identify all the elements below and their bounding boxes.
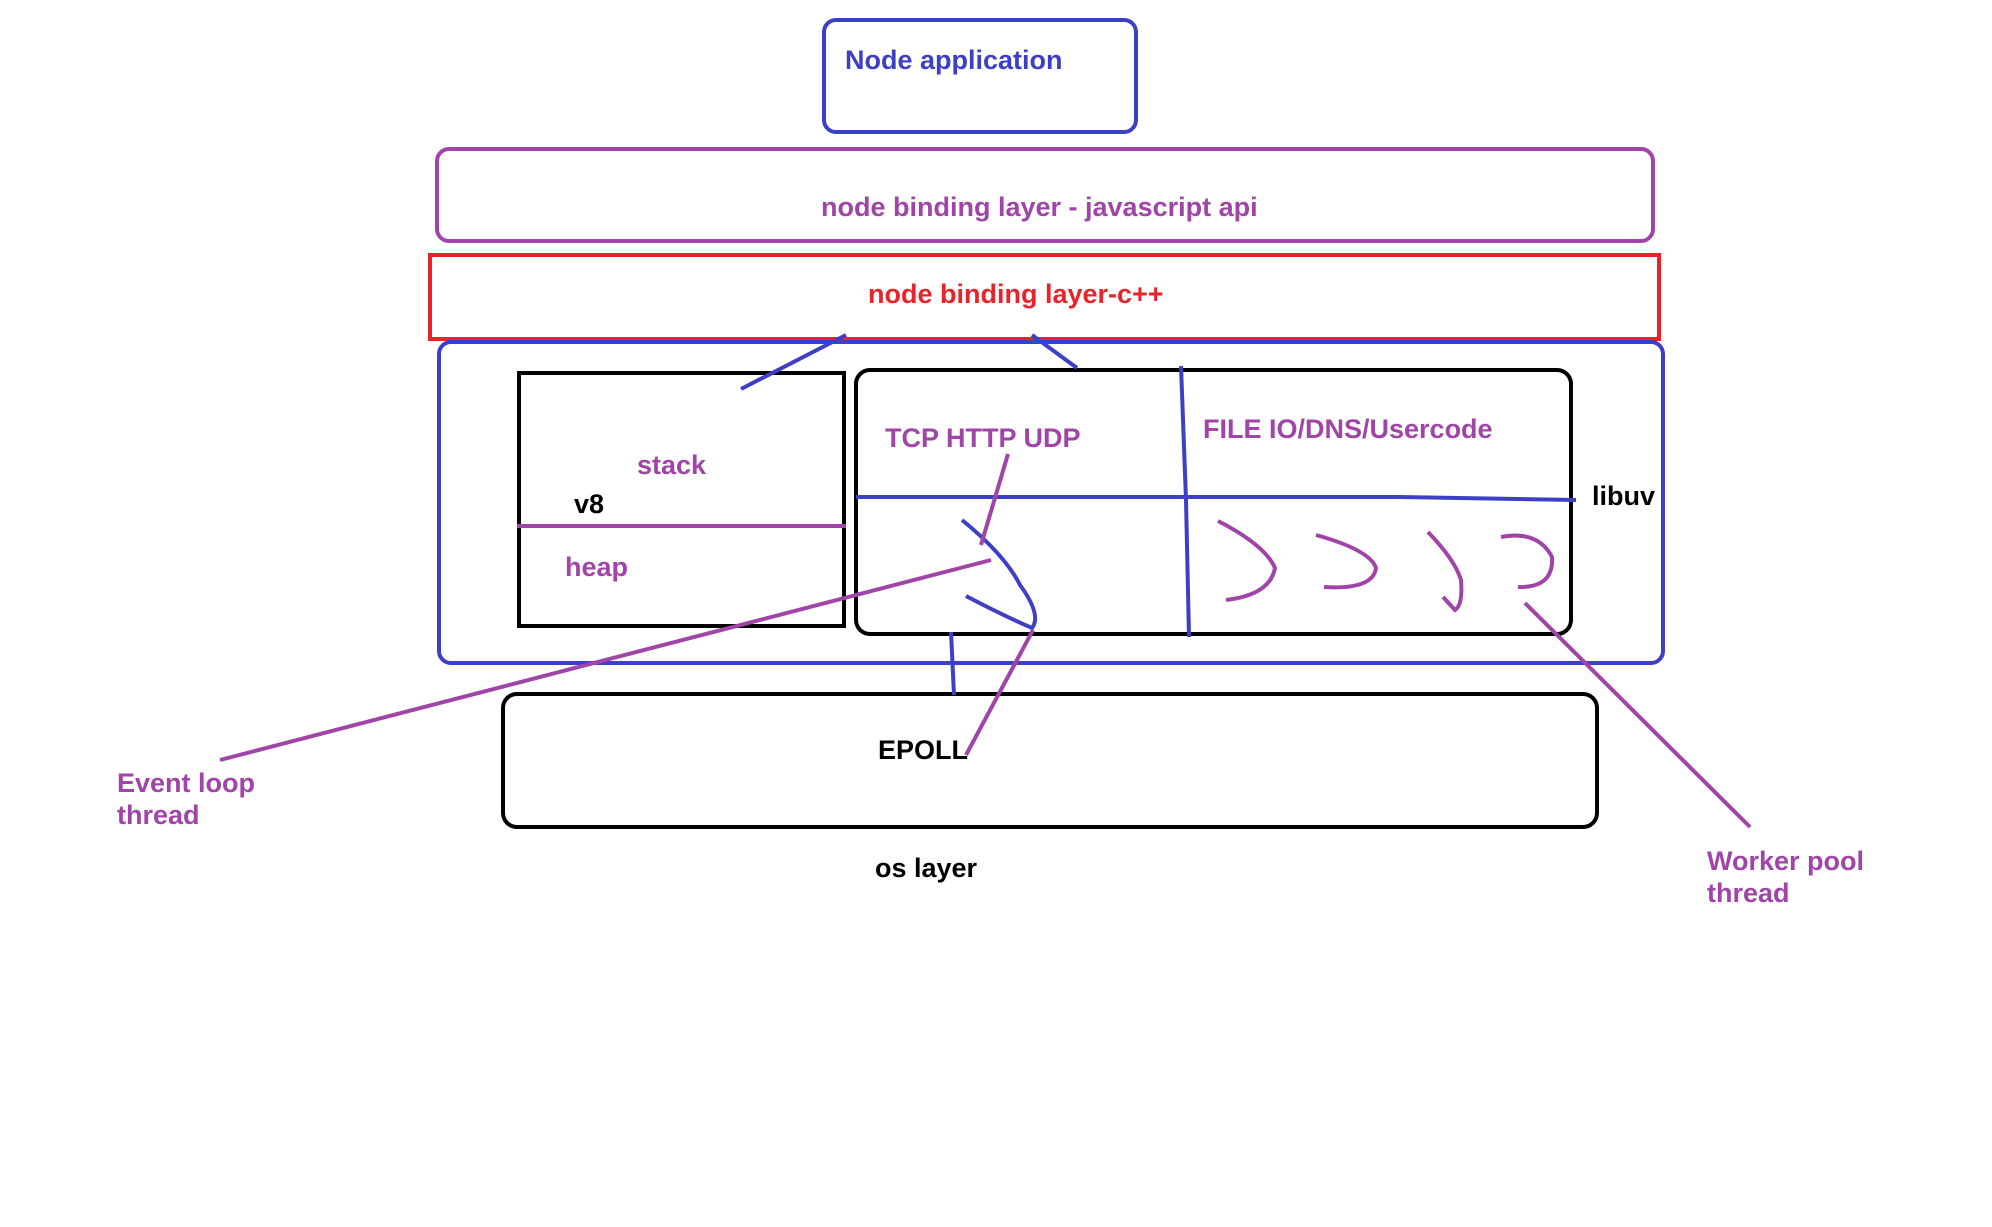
js-api-layer-label: node binding layer - javascript api	[821, 192, 1258, 222]
worker-thread-1	[1217, 519, 1278, 602]
event-loop-label-line1: Event loop	[117, 768, 256, 798]
stack-label: stack	[637, 450, 707, 480]
event-loop-label: Event loop thread	[117, 767, 255, 832]
worker-pool-label: Worker pool thread	[1707, 845, 1864, 910]
cpp-to-v8-connector	[740, 333, 847, 391]
worker-thread-3	[1426, 530, 1464, 613]
runtime-container-box	[437, 340, 1665, 665]
js-api-layer-box	[435, 147, 1655, 243]
libuv-vertical-divider	[1179, 365, 1191, 638]
cpp-to-libuv-connector	[1030, 333, 1079, 370]
file-io-label: FILE IO/DNS/Usercode	[1203, 414, 1493, 444]
worker-thread-2	[1315, 533, 1379, 590]
worker-pool-label-line1: Worker pool	[1707, 846, 1865, 876]
cpp-layer-box	[428, 253, 1661, 341]
worker-pool-pointer	[1523, 601, 1752, 829]
network-label: TCP HTTP UDP	[885, 423, 1081, 453]
os-layer-label: os layer	[875, 853, 978, 883]
event-loop-pointer	[219, 558, 992, 762]
cpp-layer-label: node binding layer-c++	[868, 279, 1164, 309]
worker-pool-label-line2: thread	[1707, 878, 1790, 909]
event-loop-swirl	[960, 518, 1037, 631]
event-loop-label-line2: thread	[117, 800, 200, 831]
network-pointer	[979, 453, 1010, 546]
libuv-label: libuv	[1592, 481, 1656, 511]
v8-box	[517, 371, 846, 628]
node-application-label: Node application	[845, 45, 1063, 75]
worker-thread-4	[1500, 533, 1555, 590]
os-layer-box	[501, 692, 1599, 829]
libuv-box	[854, 368, 1573, 636]
heap-label: heap	[565, 552, 629, 582]
node-application-box	[822, 18, 1138, 134]
epoll-label: EPOLL	[878, 735, 969, 765]
epoll-pointer	[964, 629, 1035, 756]
v8-label: v8	[574, 489, 605, 519]
libuv-horizontal-divider	[856, 495, 1577, 502]
epoll-connector	[949, 631, 956, 696]
